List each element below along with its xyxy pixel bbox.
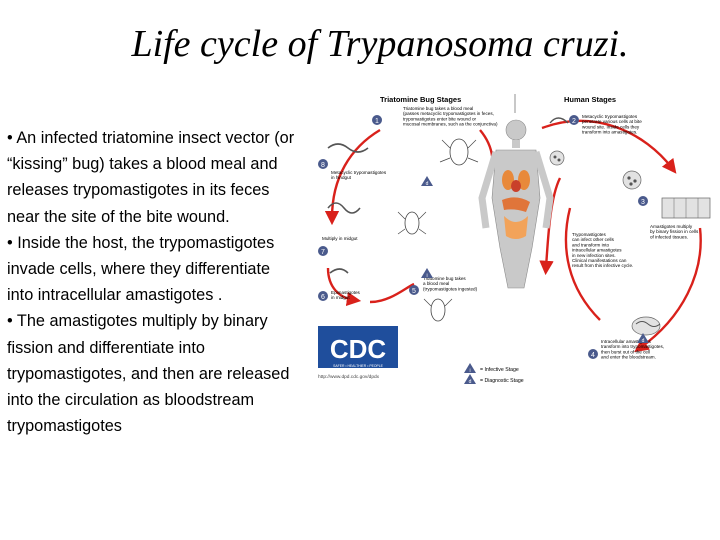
- infective-stage-marker-letter: i: [426, 273, 427, 279]
- arrow-1-8: [324, 128, 381, 226]
- step-4-marker: 4: [588, 349, 598, 359]
- triatomine-bug-illustration-2: [397, 211, 427, 235]
- infected-cell-icon: [622, 170, 642, 190]
- cdc-url: http://www.dpd.cdc.gov/dpdx: [318, 374, 380, 380]
- arrow-2-3: [541, 119, 677, 174]
- step-4-number: 4: [591, 352, 595, 359]
- diagnostic-stage-marker-letter: d: [426, 181, 429, 187]
- step-2-marker: 2: [569, 115, 579, 125]
- step-7-text: Multiply in midgut: [322, 236, 358, 241]
- cdc-logo: CDC SAFER • HEALTHIER • PEOPLE: [318, 326, 398, 368]
- diagnostic-stage-marker: d: [421, 176, 433, 187]
- cdc-logo-text: CDC: [330, 334, 387, 364]
- diagnostic-stage-marker-human-letter: d: [642, 338, 645, 344]
- arrow-3-4: [634, 227, 702, 353]
- step-7-number: 7: [321, 249, 325, 256]
- slide-title: Life cycle of Trypanosoma cruzi.: [131, 23, 629, 65]
- triatomine-header: Triatomine Bug Stages: [380, 95, 461, 104]
- step-3-marker: 3: [638, 196, 648, 206]
- infective-stage-marker: i: [421, 268, 433, 279]
- epimastigote-midgut-icon: [329, 268, 349, 274]
- human-body-illustration: [478, 119, 554, 289]
- step-1-marker: 1: [372, 115, 382, 125]
- triatomine-bug-illustration: [439, 138, 479, 166]
- step-6-number: 6: [321, 294, 325, 301]
- step-7-marker: 7: [318, 246, 328, 256]
- step-8-number: 8: [321, 162, 325, 169]
- step-5-marker: 5: [409, 285, 419, 295]
- triatomine-bug-illustration-3: [423, 298, 453, 322]
- infective-stage-marker-human: d: [637, 333, 649, 344]
- legend-diagnostic: = Diagnostic Stage: [480, 378, 524, 384]
- step-2-number: 2: [572, 118, 576, 125]
- life-cycle-diagram: Triatomine Bug Stages Human Stages 1 2 3…: [310, 88, 720, 388]
- intracellular-amastigote-icon: [549, 150, 565, 166]
- step-8-marker: 8: [318, 159, 328, 169]
- trypomastigote-icon: [549, 117, 569, 124]
- epimastigote-icon: [327, 202, 361, 214]
- arrow-7-6: [326, 267, 362, 307]
- bullet-1: • An infected triatomine insect vector (…: [7, 129, 295, 226]
- step-3-text: Amastigotes multiply by binary fission i…: [650, 224, 700, 239]
- tissue-cells-icon: [661, 197, 711, 219]
- step-4-text: Intracellular amastigotes transform into…: [601, 339, 665, 360]
- step-3-number: 3: [641, 199, 645, 206]
- legend-diagnostic-letter: d: [469, 379, 472, 385]
- human-infection-note: Trypomastigotes can infect other cells a…: [572, 232, 633, 268]
- step-6-marker: 6: [318, 291, 328, 301]
- step-2-text: Metacyclic trypomastigotes penetrate var…: [582, 114, 643, 135]
- step-6-text: Epimastigotes in midgut: [331, 290, 361, 300]
- burst-cell-icon: [631, 316, 661, 336]
- legend-infective: = Infective Stage: [480, 367, 519, 373]
- metacyclic-trypomastigote-icon: [327, 143, 369, 153]
- bullet-3: • The amastigotes multiply by binary fis…: [7, 312, 290, 436]
- body-text: • An infected triatomine insect vector (…: [7, 125, 297, 439]
- cdc-tagline: SAFER • HEALTHIER • PEOPLE: [333, 364, 384, 368]
- step-5-text: Triatomine bug takes a blood meal (trypo…: [423, 276, 478, 291]
- arrow-reinfect: [564, 207, 601, 321]
- bullet-2: • Inside the host, the trypomastigotes i…: [7, 233, 275, 305]
- legend: i = Infective Stage d = Diagnostic Stage: [464, 363, 524, 385]
- arrow-6-5: [369, 282, 415, 304]
- step-1-text: Triatomine bug takes a blood meal (passe…: [403, 106, 498, 127]
- step-5-number: 5: [412, 288, 416, 295]
- step-8-text: Metacyclic trypomastigotes in hindgut: [331, 170, 387, 180]
- human-header: Human Stages: [564, 95, 616, 104]
- legend-infective-letter: i: [469, 368, 470, 374]
- step-1-number: 1: [375, 118, 379, 125]
